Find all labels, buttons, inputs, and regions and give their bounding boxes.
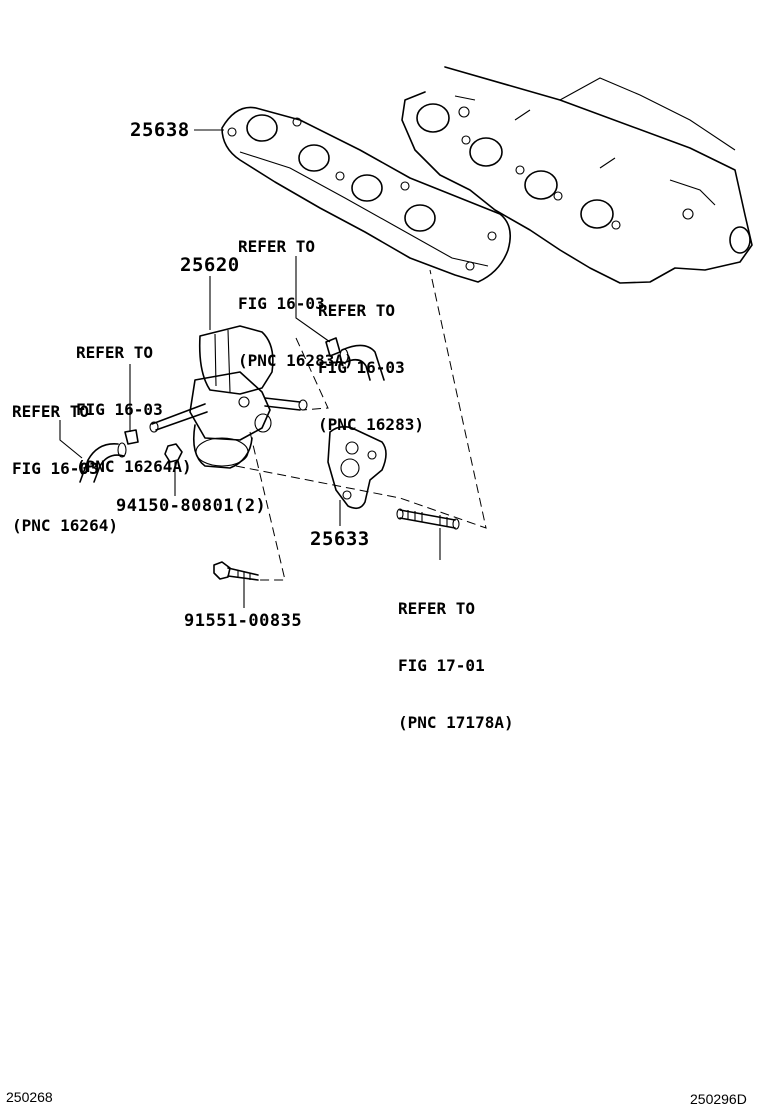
refer-callout-16264A[interactable]: REFER TO FIG 16-03 (PNC 16264A) [76, 305, 192, 514]
refer-line: REFER TO [12, 402, 90, 421]
footer-right-code: 250296D [690, 1091, 747, 1107]
refer-callout-16264[interactable]: REFER TO FIG 16-03 (PNC 16264) [12, 364, 118, 573]
refer-pnc: (PNC 16264A) [76, 457, 192, 476]
stud-17178A-drawing [396, 508, 460, 530]
bolt-91551-drawing [213, 561, 259, 581]
footer-left-code: 250268 [6, 1089, 53, 1105]
refer-line: REFER TO [76, 343, 154, 362]
part-number-94150[interactable]: 94150-80801(2) [116, 496, 267, 516]
egr-gasket-25633-drawing [327, 425, 387, 510]
part-number-25633[interactable]: 25633 [310, 528, 370, 550]
refer-fig: FIG 17-01 [398, 656, 485, 675]
engine-head-drawing [401, 66, 753, 284]
refer-callout-16283[interactable]: REFER TO FIG 16-03 (PNC 16283) [318, 263, 424, 472]
refer-line: REFER TO [238, 237, 316, 256]
refer-callout-17178A[interactable]: REFER TO FIG 17-01 (PNC 17178A) [398, 561, 514, 770]
hose-16283-drawing [325, 337, 385, 381]
part-number-25638[interactable]: 25638 [130, 119, 190, 141]
nut-94150-drawing [164, 443, 183, 463]
refer-line: REFER TO [398, 599, 476, 618]
refer-pnc: (PNC 16283) [318, 415, 424, 434]
refer-fig: FIG 16-03 [12, 459, 99, 478]
part-number-25620[interactable]: 25620 [180, 254, 240, 276]
refer-callout-16283A[interactable]: REFER TO FIG 16-03 (PNC 16283A) [238, 199, 354, 408]
gasket-25638-drawing [221, 106, 511, 283]
leader-lines [59, 129, 441, 608]
refer-fig: FIG 16-03 [318, 358, 405, 377]
part-number-91551[interactable]: 91551-00835 [184, 611, 303, 631]
hose-16264-drawing [79, 429, 139, 483]
refer-line: REFER TO [318, 301, 396, 320]
refer-pnc: (PNC 16283A) [238, 351, 354, 370]
refer-pnc: (PNC 16264) [12, 516, 118, 535]
refer-pnc: (PNC 17178A) [398, 713, 514, 732]
assembly-dashed-lines [235, 269, 487, 581]
refer-fig: FIG 16-03 [238, 294, 325, 313]
egr-valve-25620-drawing [149, 325, 308, 469]
refer-fig: FIG 16-03 [76, 400, 163, 419]
